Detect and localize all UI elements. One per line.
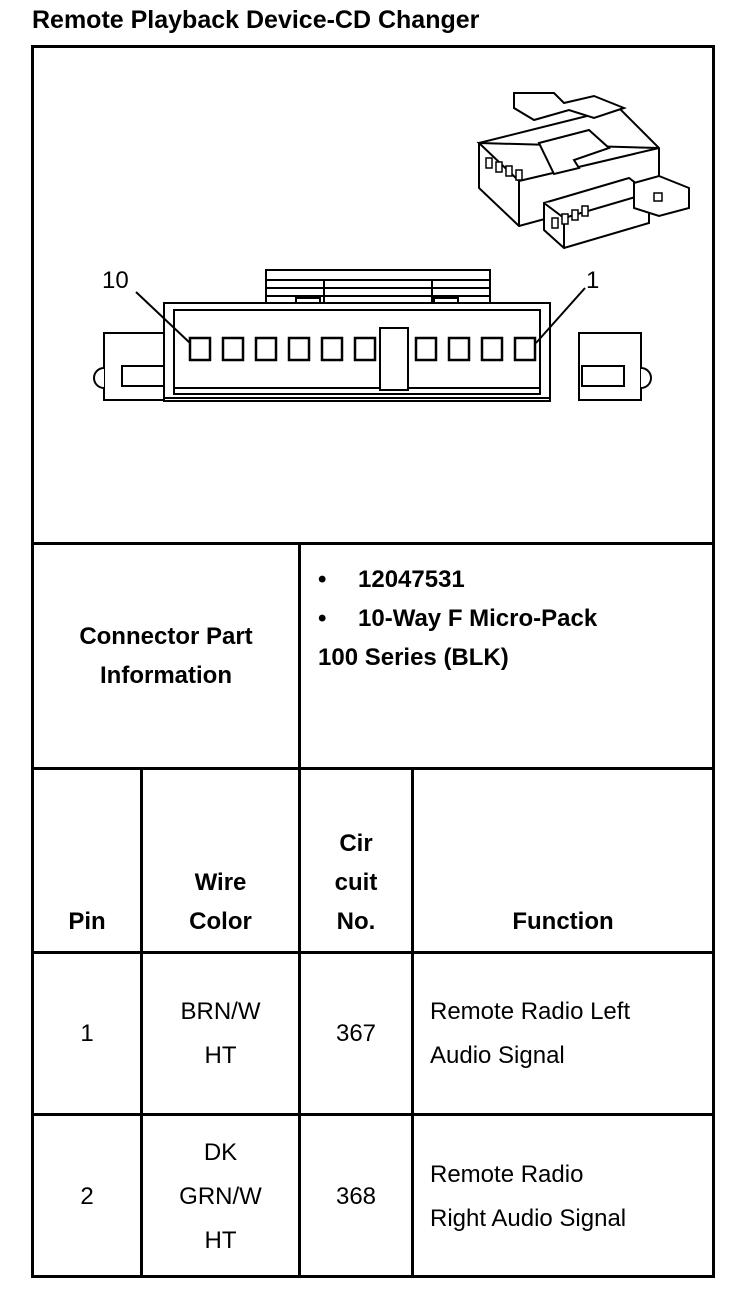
table-row-2-function: Remote Radio Right Audio Signal [430,1161,627,1232]
header-circuit-no: Cir cuit No. [334,830,378,935]
header-pin: Pin [68,908,106,935]
divider [31,951,715,954]
header-function: Function [512,908,614,935]
connector-part-label-line1: Connector Part [79,623,253,650]
divider [140,767,143,1278]
table-row-2-circuit: 368 [335,1183,377,1210]
table-row-1-wire-color: BRN/W HT [180,997,261,1069]
divider [31,1113,715,1116]
connector-table-frame [31,45,715,1278]
connector-diagram: 10 1 [93,92,690,402]
divider [31,542,715,545]
divider [31,767,715,770]
connector-iso-view [476,92,690,250]
connector-part-info-label: Connector Part Information [34,545,298,767]
table-row-2-wire-color: DK GRN/W HT [179,1139,262,1254]
connector-part-details: • 12047531 • 10-Way F Micro-Pack 100 Ser… [318,560,708,677]
connector-face [93,269,652,402]
table-row-1-function: Remote Radio Left Audio Signal [430,997,631,1069]
pin-10-label: 10 [102,267,129,294]
bullet: • [318,605,327,632]
header-wire-color: Wire Color [189,869,252,935]
divider [411,767,414,1278]
bullet: • [318,566,327,593]
part-number: 12047531 [358,566,465,593]
divider [298,542,301,1278]
connector-description-line1: 10-Way F Micro-Pack [358,605,598,632]
table-row-1-circuit: 367 [335,1019,377,1047]
pin-1-label: 1 [586,267,599,294]
connector-description-line2: 100 Series (BLK) [318,644,509,671]
table-row-1-pin: 1 [80,1019,94,1047]
table-row-2-pin: 2 [80,1183,94,1210]
connector-part-label-line2: Information [100,662,232,689]
page-title: Remote Playback Device-CD Changer [32,6,480,34]
